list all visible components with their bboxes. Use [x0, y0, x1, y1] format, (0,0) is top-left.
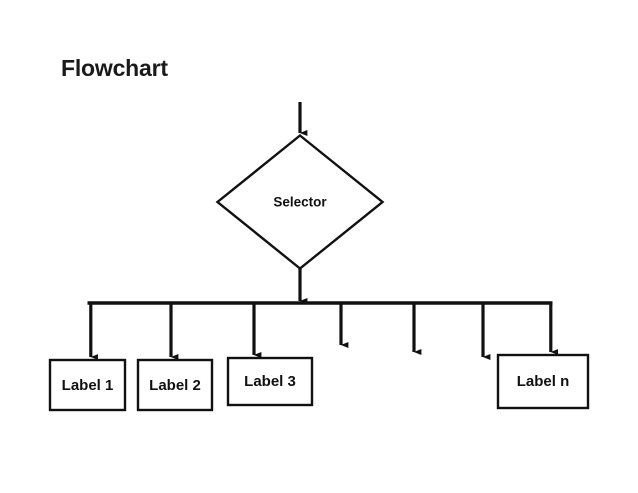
output-node-label-1[interactable]: [48, 358, 127, 412]
decision-node-label: Selector: [273, 195, 327, 210]
output-node-label-3-text: Label 3: [244, 373, 296, 390]
output-node-label-n-text: Label n: [517, 373, 570, 390]
output-node-label-3[interactable]: [226, 356, 314, 407]
output-node-label-1-text: Label 1: [62, 377, 114, 394]
output-node-label-2[interactable]: [136, 358, 214, 412]
page-title: Flowchart: [61, 55, 168, 81]
output-node-label-2-text: Label 2: [149, 377, 201, 394]
output-node-label-n[interactable]: [496, 353, 590, 410]
